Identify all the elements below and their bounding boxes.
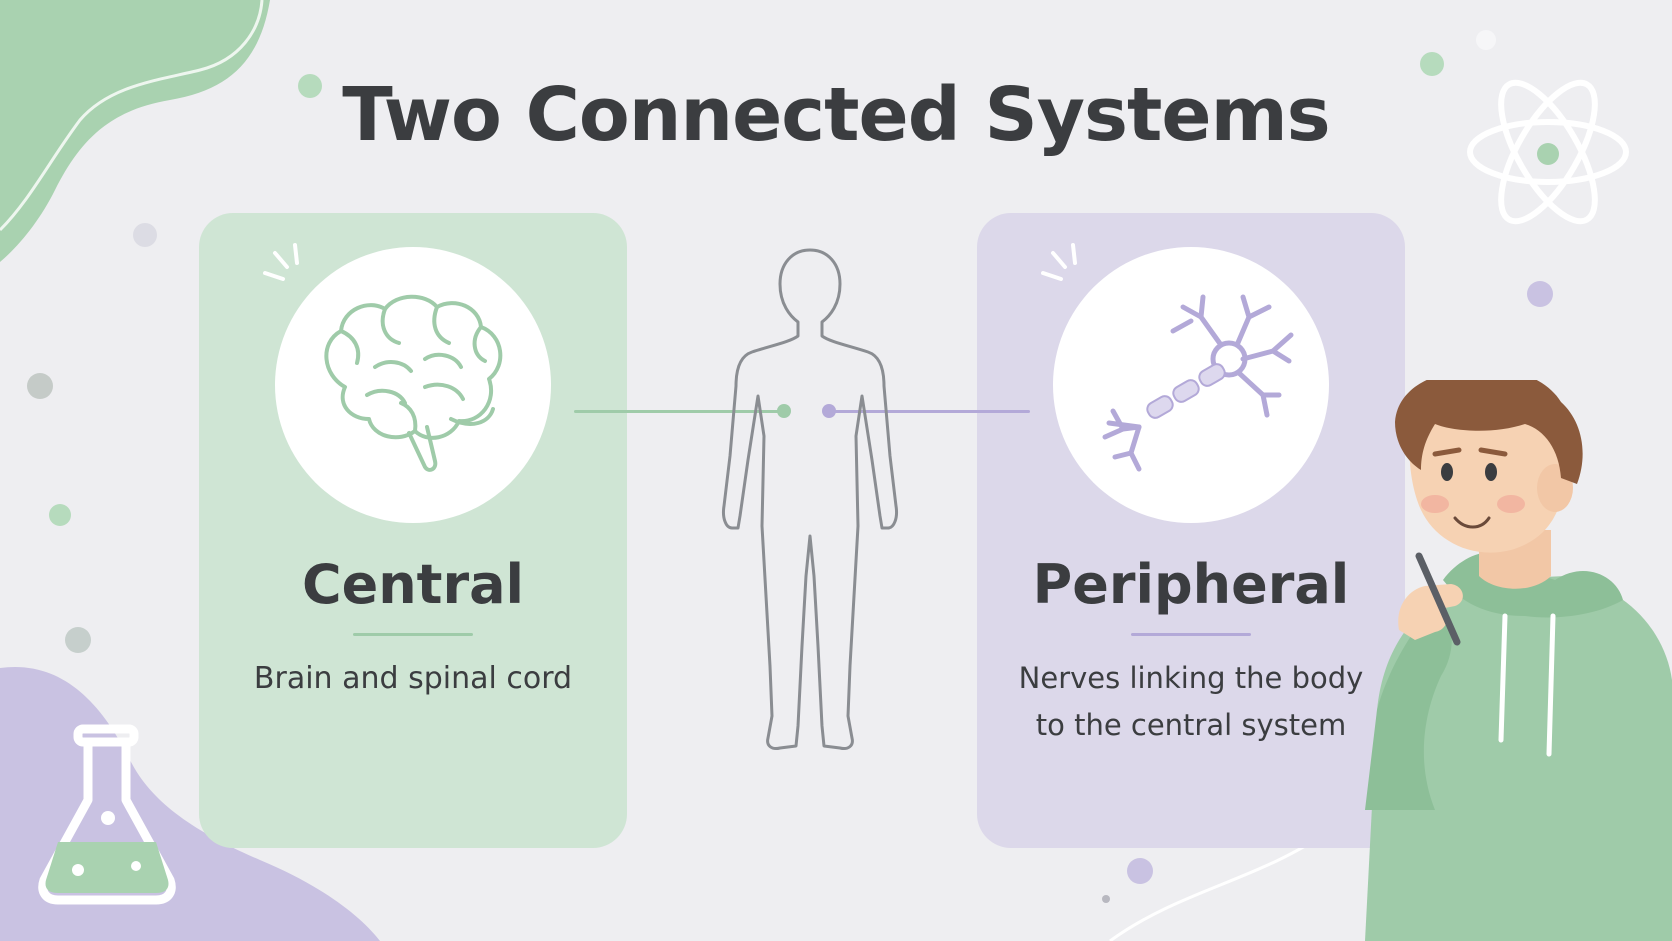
peripheral-description-line-1: Nerves linking the body xyxy=(1018,661,1364,695)
central-connector-line xyxy=(574,410,782,413)
peripheral-system-card: Peripheral Nerves linking the body to th… xyxy=(977,213,1405,848)
sparkle-icon xyxy=(1041,243,1077,281)
brain-icon xyxy=(324,294,503,472)
neuron-icon-circle xyxy=(1053,247,1329,523)
peripheral-divider xyxy=(1131,633,1251,636)
peripheral-title: Peripheral xyxy=(1032,553,1350,616)
page-title: Two Connected Systems xyxy=(342,72,1330,158)
student-character xyxy=(1365,380,1672,941)
peripheral-connector-line xyxy=(830,410,1030,413)
central-divider xyxy=(353,633,473,636)
peripheral-description-line-2: to the central system xyxy=(1035,708,1347,742)
brain-icon-circle xyxy=(275,247,551,523)
central-description: Brain and spinal cord xyxy=(253,661,573,696)
neuron-icon xyxy=(1102,294,1294,472)
sparkle-icon xyxy=(263,243,299,281)
peripheral-description: Nerves linking the body to the central s… xyxy=(987,655,1395,749)
atom-icon xyxy=(1467,79,1629,225)
human-body-icon xyxy=(722,248,898,750)
central-title: Central xyxy=(301,553,525,616)
flask-icon xyxy=(38,724,176,905)
central-system-card: Central Brain and spinal cord xyxy=(199,213,627,848)
